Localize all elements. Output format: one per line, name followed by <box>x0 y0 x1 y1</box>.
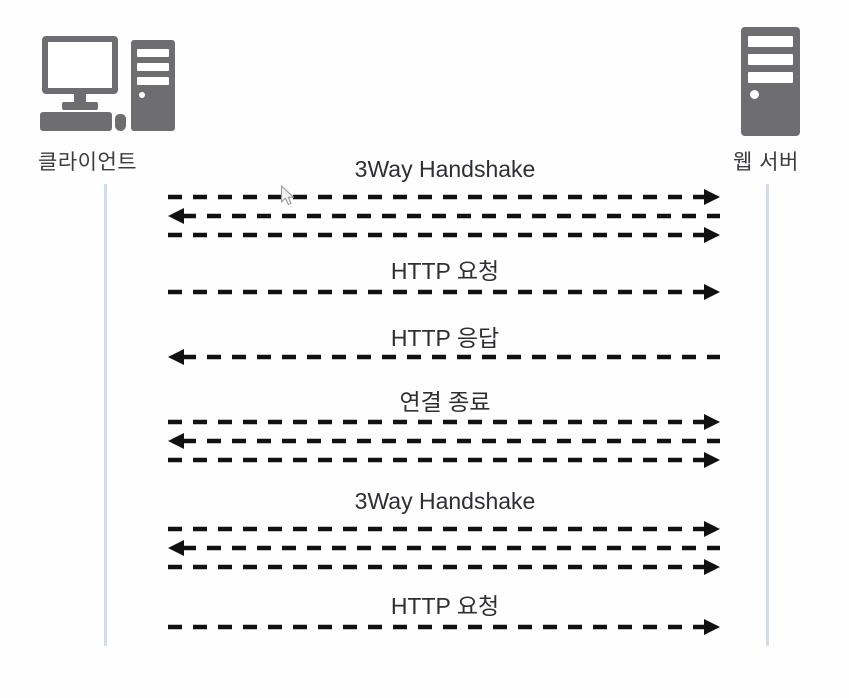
message-arrow-left <box>168 207 720 225</box>
message-label: 3Way Handshake <box>354 156 536 182</box>
desktop-computer-icon <box>40 36 180 136</box>
message-arrow-right <box>168 451 720 469</box>
message-arrow-left <box>168 539 720 557</box>
monitor-stand-neck <box>74 94 86 104</box>
message-arrow-right <box>168 188 720 206</box>
keyboard-icon <box>40 112 112 131</box>
message-arrow-left <box>168 432 720 450</box>
drive-bay-slot <box>748 54 793 65</box>
drive-bay-slot <box>137 77 169 85</box>
message-arrow-left <box>168 348 720 366</box>
monitor-stand-base <box>62 102 98 110</box>
drive-bay-slot <box>137 63 169 71</box>
message-arrow-right <box>168 618 720 636</box>
message-label: 3Way Handshake <box>354 488 536 514</box>
monitor-screen <box>42 36 118 94</box>
mouse-device-icon <box>115 114 126 131</box>
server-lifeline <box>766 184 769 646</box>
message-label: HTTP 응답 <box>390 325 500 351</box>
server-endpoint-label: 웹 서버 <box>733 151 799 174</box>
client-endpoint-label: 클라이언트 <box>38 151 138 174</box>
mouse-pointer-icon <box>280 185 297 207</box>
power-led-icon <box>139 92 145 98</box>
power-led-icon <box>750 90 759 99</box>
client-tower-icon <box>131 40 175 131</box>
message-arrow-right <box>168 413 720 431</box>
message-arrow-right <box>168 226 720 244</box>
message-label: 연결 종료 <box>399 389 491 415</box>
message-arrow-right <box>168 558 720 576</box>
drive-bay-slot <box>748 72 793 83</box>
message-arrow-right <box>168 520 720 538</box>
drive-bay-slot <box>748 36 793 47</box>
message-arrow-right <box>168 283 720 301</box>
message-label: HTTP 요청 <box>390 593 500 619</box>
client-lifeline <box>104 184 107 646</box>
message-label: HTTP 요청 <box>390 258 500 284</box>
server-tower-icon <box>741 27 800 136</box>
drive-bay-slot <box>137 49 169 57</box>
